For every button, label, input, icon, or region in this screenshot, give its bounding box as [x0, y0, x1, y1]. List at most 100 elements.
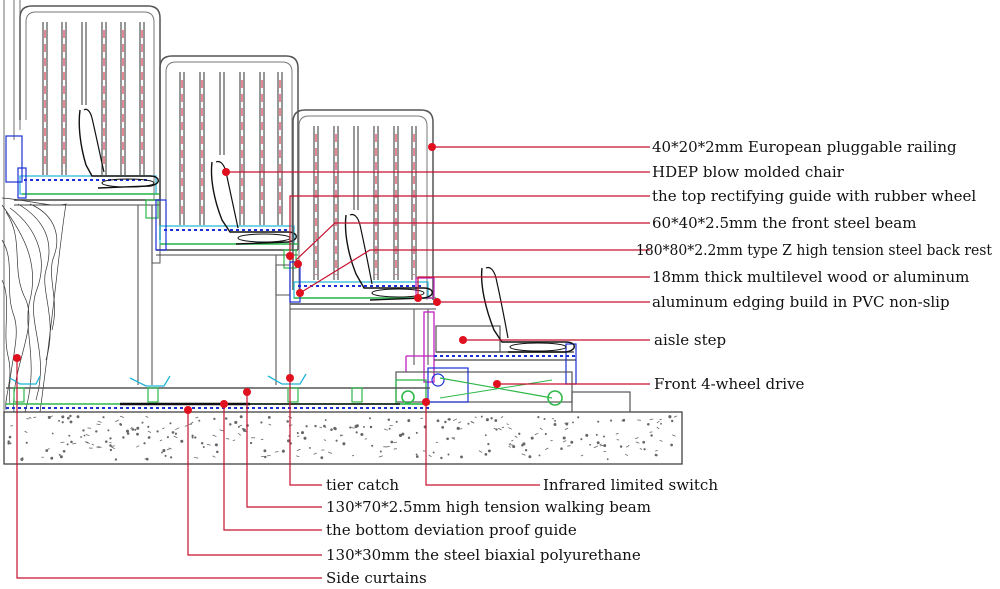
concrete-speckle — [184, 425, 188, 427]
concrete-speckle — [599, 443, 602, 446]
concrete-speckle — [634, 437, 639, 439]
label-top-guide: the top rectifying guide with rubber whe… — [652, 187, 976, 205]
concrete-speckle — [456, 426, 460, 430]
concrete-speckle — [237, 432, 242, 436]
concrete-speckle — [440, 456, 443, 460]
concrete-speckle — [452, 418, 457, 422]
concrete-speckle — [46, 447, 50, 451]
concrete-speckle — [485, 418, 489, 422]
concrete-speckle — [191, 434, 194, 437]
concrete-speckle — [371, 444, 374, 447]
label-edging: aluminum edging build in PVC non-slip — [652, 293, 950, 311]
concrete-speckle — [173, 435, 178, 439]
concrete-speckle — [136, 432, 139, 436]
concrete-speckle — [335, 439, 338, 442]
concrete-speckle — [314, 424, 317, 428]
concrete-speckle — [62, 449, 66, 453]
concrete-speckle — [387, 418, 391, 421]
concrete-speckle — [539, 427, 543, 431]
concrete-speckle — [136, 426, 140, 430]
concrete-speckle — [287, 439, 290, 443]
label-chair: HDEP blow molded chair — [652, 163, 845, 181]
concrete-speckle — [447, 453, 450, 456]
concrete-speckle — [528, 455, 532, 459]
concrete-speckle — [195, 416, 199, 419]
leader-lines — [16, 146, 650, 579]
concrete-speckle — [659, 440, 663, 442]
concrete-speckle — [136, 445, 140, 448]
concrete-speckle — [642, 440, 646, 444]
concrete-speckle — [362, 425, 365, 428]
concrete-speckle — [145, 415, 149, 418]
concrete-speckle — [501, 426, 505, 429]
concrete-speckle — [446, 437, 449, 441]
concrete-speckle — [67, 416, 70, 420]
tier-3 — [289, 109, 436, 365]
concrete-speckle — [119, 415, 125, 418]
concrete-speckle — [96, 423, 101, 425]
concrete-speckle — [242, 427, 245, 430]
concrete-speckle — [174, 432, 178, 435]
concrete-speckle — [398, 433, 403, 437]
concrete-speckle — [51, 432, 54, 435]
concrete-speckle — [420, 417, 424, 420]
concrete-speckle — [125, 429, 130, 433]
concrete-speckle — [553, 423, 557, 426]
concrete-speckle — [441, 426, 445, 429]
concrete-speckle — [70, 440, 73, 444]
concrete-speckle — [498, 427, 502, 431]
concrete-speckle — [364, 438, 368, 440]
concrete-speckle — [487, 449, 491, 453]
concrete-speckle — [577, 416, 580, 419]
concrete-speckle — [467, 422, 470, 425]
concrete-speckle — [109, 444, 112, 447]
concrete-speckle — [484, 453, 488, 456]
concrete-speckle — [162, 427, 165, 430]
concrete-speckle — [198, 419, 201, 422]
label-wood: 18mm thick multilevel wood or aluminum — [652, 268, 969, 286]
side-curtain — [1, 0, 67, 413]
concrete-speckle — [25, 441, 28, 444]
concrete-speckle — [544, 433, 547, 436]
concrete-speckle — [164, 454, 167, 457]
concrete-speckle — [7, 440, 10, 443]
concrete-speckle — [239, 415, 243, 419]
concrete-speckle — [458, 421, 462, 424]
concrete-speckle — [59, 455, 63, 459]
concrete-speckle — [323, 439, 327, 441]
label-front-beam: 60*40*2.5mm the front steel beam — [652, 214, 916, 232]
concrete-speckle — [95, 430, 98, 433]
concrete-speckle — [656, 426, 660, 430]
concrete-speckle — [200, 442, 204, 445]
concrete-speckle — [355, 424, 359, 428]
concrete-speckle — [369, 425, 373, 429]
concrete-speckle — [580, 438, 583, 441]
concrete-speckle — [597, 420, 600, 423]
concrete-speckle — [415, 455, 419, 458]
concrete-speckle — [672, 434, 676, 437]
concrete-speckle — [50, 456, 54, 460]
concrete-speckle — [395, 420, 398, 423]
concrete-speckle — [281, 449, 285, 453]
concrete-speckle — [508, 445, 511, 448]
concrete-speckle — [190, 421, 194, 425]
concrete-speckle — [213, 417, 216, 421]
concrete-speckle — [84, 441, 89, 444]
concrete-speckle — [415, 453, 418, 456]
concrete-speckle — [114, 458, 118, 461]
concrete-speckle — [7, 442, 10, 445]
concrete-speckle — [303, 436, 307, 440]
concrete-speckle — [214, 443, 218, 447]
concrete-speckle — [585, 433, 589, 437]
concrete-speckle — [656, 420, 660, 424]
concrete-speckle — [495, 428, 498, 431]
concrete-speckle — [180, 439, 184, 443]
concrete-speckle — [543, 417, 546, 421]
concrete-speckle — [580, 454, 584, 457]
concrete-speckle — [436, 419, 440, 423]
concrete-speckle — [102, 416, 105, 419]
concrete-speckle — [296, 455, 300, 458]
concrete-speckle — [66, 443, 69, 446]
concrete-speckle — [83, 434, 86, 437]
concrete-speckle — [606, 458, 609, 461]
